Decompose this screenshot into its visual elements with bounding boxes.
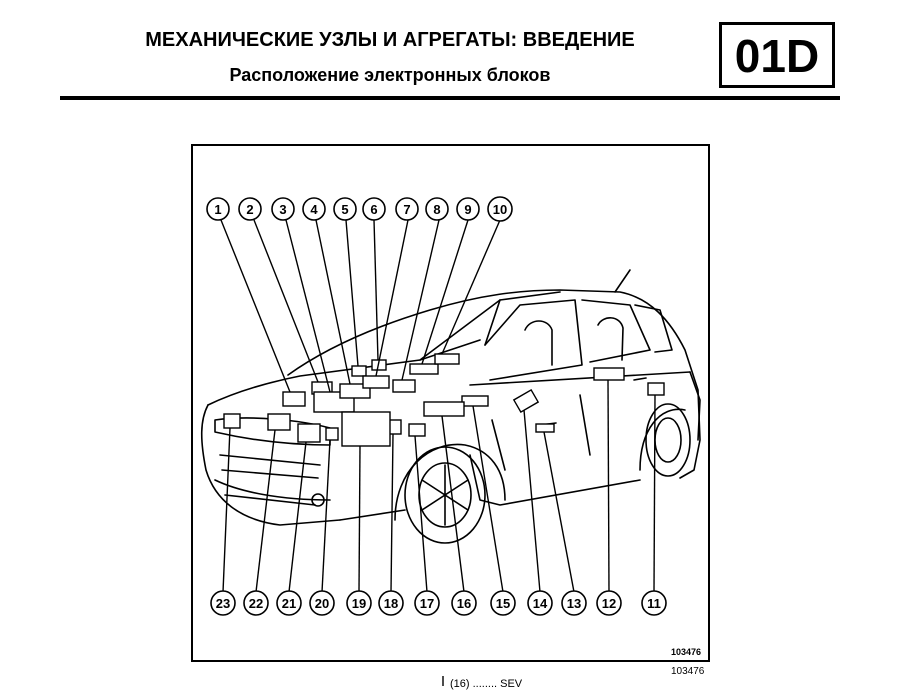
module-10 xyxy=(434,353,460,365)
svg-text:14: 14 xyxy=(533,596,548,611)
svg-text:18: 18 xyxy=(384,596,398,611)
callout-3: 3 xyxy=(271,197,295,221)
svg-text:1: 1 xyxy=(214,202,221,217)
callout-23: 23 xyxy=(210,590,236,616)
callout-5: 5 xyxy=(333,197,357,221)
module-11 xyxy=(647,382,665,396)
svg-text:23: 23 xyxy=(216,596,230,611)
callout-14: 14 xyxy=(527,590,553,616)
svg-text:7: 7 xyxy=(403,202,410,217)
svg-text:16: 16 xyxy=(457,596,471,611)
module-7 xyxy=(362,375,390,389)
callout-6: 6 xyxy=(362,197,386,221)
footer-fragment: (16) ........ SEV xyxy=(450,678,523,690)
callout-8: 8 xyxy=(425,197,449,221)
callout-16: 16 xyxy=(451,590,477,616)
svg-text:12: 12 xyxy=(602,596,616,611)
callout-1: 1 xyxy=(206,197,230,221)
module-5 xyxy=(351,365,367,377)
module-1 xyxy=(282,391,306,407)
page-title: МЕХАНИЧЕСКИЕ УЗЛЫ И АГРЕГАТЫ: ВВЕДЕНИЕ xyxy=(145,29,635,51)
callout-19: 19 xyxy=(346,590,372,616)
callout-2: 2 xyxy=(238,197,262,221)
svg-text:4: 4 xyxy=(310,202,318,217)
callout-22: 22 xyxy=(243,590,269,616)
callout-4: 4 xyxy=(302,197,326,221)
svg-text:10: 10 xyxy=(493,202,507,217)
module-23 xyxy=(223,413,241,429)
header-rule xyxy=(60,96,840,100)
svg-text:15: 15 xyxy=(496,596,510,611)
svg-text:8: 8 xyxy=(433,202,440,217)
electronic-modules xyxy=(223,353,665,447)
callout-20: 20 xyxy=(309,590,335,616)
module-16 xyxy=(423,401,465,417)
module-9 xyxy=(409,363,439,375)
module-22 xyxy=(267,413,291,431)
module-14 xyxy=(512,388,540,414)
module-8 xyxy=(392,379,416,393)
callouts-top: 1 2 3 4 5 6 7 8 9 10 xyxy=(206,196,513,222)
svg-text:17: 17 xyxy=(420,596,434,611)
callouts-bottom: 23 22 21 20 19 18 17 16 15 14 13 12 11 xyxy=(210,590,667,616)
section-code-box: 01D xyxy=(719,22,835,88)
module-19 xyxy=(341,411,391,447)
module-21 xyxy=(297,423,321,443)
callout-7: 7 xyxy=(395,197,419,221)
callout-10: 10 xyxy=(487,196,513,222)
module-13 xyxy=(535,423,555,433)
svg-text:22: 22 xyxy=(249,596,263,611)
callout-12: 12 xyxy=(596,590,622,616)
svg-text:11: 11 xyxy=(647,596,661,611)
figure-ref-outer: 103476 xyxy=(671,666,705,677)
leader-lines xyxy=(220,219,656,593)
svg-text:9: 9 xyxy=(464,202,471,217)
callout-13: 13 xyxy=(561,590,587,616)
callout-11: 11 xyxy=(641,590,667,616)
module-17 xyxy=(408,423,426,437)
svg-text:21: 21 xyxy=(282,596,296,611)
svg-text:19: 19 xyxy=(352,596,366,611)
module-20 xyxy=(325,427,339,441)
callout-18: 18 xyxy=(378,590,404,616)
callout-17: 17 xyxy=(414,590,440,616)
module-12 xyxy=(593,367,625,381)
svg-text:6: 6 xyxy=(370,202,377,217)
svg-text:5: 5 xyxy=(341,202,348,217)
figure-ref-inner: 103476 xyxy=(671,647,702,657)
svg-text:13: 13 xyxy=(567,596,581,611)
svg-text:20: 20 xyxy=(315,596,329,611)
module-15 xyxy=(461,395,489,407)
callout-9: 9 xyxy=(456,197,480,221)
callout-15: 15 xyxy=(490,590,516,616)
callout-21: 21 xyxy=(276,590,302,616)
page-subtitle: Расположение электронных блоков xyxy=(229,65,551,85)
svg-text:2: 2 xyxy=(246,202,253,217)
svg-text:3: 3 xyxy=(279,202,286,217)
